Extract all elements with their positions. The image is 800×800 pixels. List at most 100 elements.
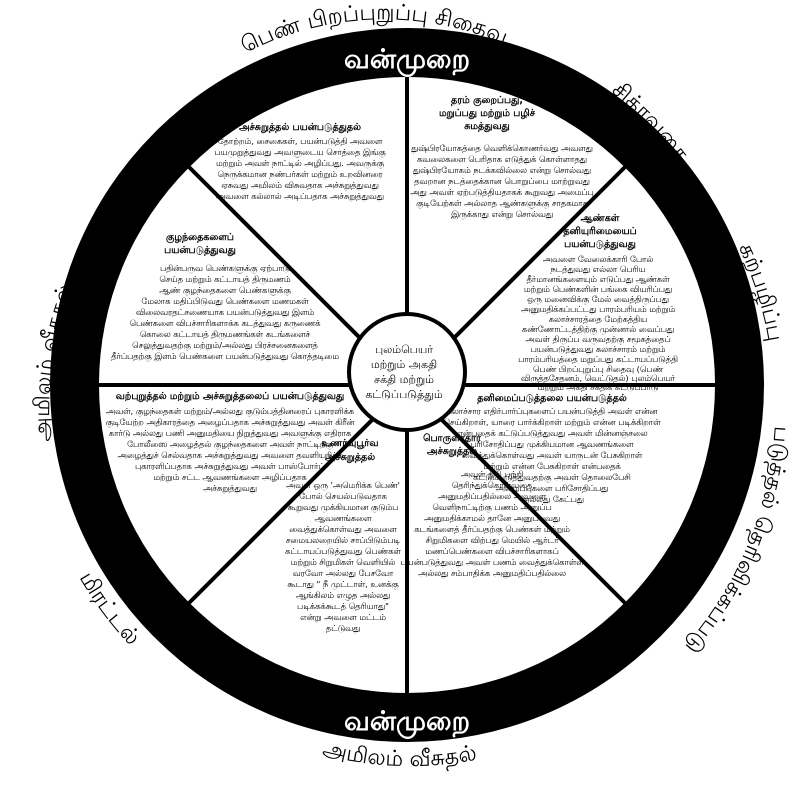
rim-label-top: வன்முறை: [344, 44, 470, 77]
segment-body-line: கட்டாயப்படுத்துவது பெண்கள்: [285, 546, 402, 557]
segment-body-line: ஆங்கிலம் எழுத அல்லது: [296, 590, 390, 601]
segment-emotional-abuse: உணர்வுபூர்வ அச்சுறுத்தல் அவள் ஒரு 'அமெரி…: [285, 438, 402, 634]
segment-economic-abuse: பொருளாதார அச்சுறுத்தல் அவள் நிதி பற்றி த…: [400, 432, 584, 579]
segment-minimizing-denying-blaming: தரம் குறைப்பது, மறுப்பது மற்றும் பழிச் ச…: [410, 95, 593, 220]
segment-body-line: பரிசோதிப்பது முக்கியமான ஆவணங்களை: [471, 439, 634, 450]
segment-body-line: கலாச்சாரத்தை மேற்கத்திய: [549, 314, 647, 324]
segment-body-line: வரவோ அல்லது பேசவோ: [293, 568, 394, 579]
segment-body-line: பயமுறுத்துவது அவளுடைய சொத்தை இங்கு: [214, 147, 385, 158]
segment-coercion-threats: வற்புறுத்தல் மற்றும் அச்சுறுத்தலைப் பயன்…: [106, 391, 355, 494]
segment-body-line: மற்றும் சட்ட ஆவணங்களை அழிப்பதாக: [153, 472, 306, 483]
segment-title: அச்சுறுத்தல்: [325, 452, 375, 463]
segment-title: அச்சுறுத்தல்: [427, 446, 477, 457]
segment-title: வற்புறுத்தல் மற்றும் அச்சுறுத்தலைப் பயன்…: [116, 391, 344, 402]
segment-body-line: விலைவரதட்சணையாக பயன்படுத்துவது இளம்: [136, 307, 314, 318]
segment-body-line: படிக்கக்கூடத் தெரியாது": [297, 601, 389, 612]
segment-body-line: பெண் பிறப்புறுப்பு சிதைவு (பெண்: [533, 364, 664, 375]
segment-body-line: மணப்பெண்களை விபச்சாரிகளாகப்: [425, 546, 559, 556]
hub-circle: [347, 312, 467, 432]
segment-body-line: மற்றும் சிறுமிகள் வெளியில்: [291, 557, 396, 568]
segment-title: சுமத்துவது: [464, 121, 510, 132]
segment-title: ஆண்கள்: [581, 213, 621, 224]
segment-body-line: தட்டுவது: [326, 623, 361, 634]
segment-body-line: என்பதைக் கட்டுப்படுத்துவது அவள் மின்னஞ்ச…: [456, 428, 647, 439]
segment-body-line: அவளை கல்லால் அடிப்பதாக அச்சுறுத்துவது: [216, 191, 384, 202]
segment-body-line: மற்றும் அவள் நாட்டில் அழிப்பது. அவருக்கு: [216, 158, 384, 169]
segment-body-line: செய்கிறாள், யாரை பார்க்கிறாள் மற்றும் என…: [443, 417, 661, 428]
segment-body-line: சிறுமிகளை விற்பது மெயில் ஆர்டர்: [426, 535, 560, 546]
segment-title: உணர்வுபூர்வ: [322, 438, 379, 449]
segment-title: பயன்படுத்துவது: [564, 239, 636, 250]
segment-body-line: அவள் ஒரு 'அமெரிக்க பெண்': [286, 480, 400, 491]
segment-using-children: குழந்தைகளைப் பயன்படுத்துவது பதின்பருவ பெ…: [111, 232, 339, 362]
segment-body-line: குடியேற்கள் அல்லாத ஆண்களுக்கு சாதகமாக: [416, 198, 588, 209]
segment-isolation: தனிமைப்படுத்தலை பயன்படுத்தல் கலாச்சார எத…: [443, 392, 661, 505]
segment-body-line: செய்த மற்றும் கட்டாயத் திருமணம்: [159, 274, 290, 285]
segment-body-line: புகாரளிப்பதாக அச்சுறுத்துவது அவள் பாஸ்போ…: [135, 461, 325, 472]
segment-body-line: இருக்காது என்று சொல்வது: [451, 209, 553, 220]
segment-body-line: அனுமதிப்பதில்லை அவளை: [438, 491, 547, 502]
segment-body-line: ஒரு மனைவிக்கு மேல் வைத்திருப்பது: [527, 294, 669, 305]
segment-body-line: அது அவள் ஏற்படுத்தியதாகக் கூறுவது அமைப்ப…: [410, 187, 593, 198]
hub-line-1: புலம்பெயர்: [375, 343, 433, 356]
segment-body-line: கார்டு அல்லது பணி அனுமதியை நிறுத்துவது அ…: [109, 428, 351, 439]
segment-title: குழந்தைகளைப்: [166, 232, 234, 244]
segment-body-line: கொலை கட்டாயத் திருமணங்கள் கடங்களைச்: [140, 329, 311, 340]
segment-body-line: மற்றும் என்ன பேசுகிறாள் என்பதைக்: [483, 461, 620, 472]
segment-body-line: குடியேற்ற அதிகாரத்தை அழைப்பதாக அச்சுறுத்…: [106, 417, 355, 428]
segment-body-line: அனுமதிக்காமல் தானே அனுப்புவது: [424, 513, 560, 524]
segment-body-line: கூடாது " நீ முட்டாள், உனக்கு: [287, 579, 398, 590]
segment-body-line: பதின்பருவ பெண்களுக்கு ஏற்பாடு: [160, 263, 290, 274]
segment-body-line: என்று அவளை மட்டம்: [300, 612, 386, 623]
segment-body-line: வைத்துக்கொள்வது அவள் யாருடன் பேசுகிறாள்: [462, 450, 643, 461]
segment-intimidation: அச்சுறுத்தல் பயன்படுத்துதல் தோற்றம், சைக…: [214, 122, 385, 202]
segment-body-line: சமையலறையில் சாப்பிடும்படி: [286, 535, 401, 545]
segment-body-line: துஷ்பிரயோகம் நடக்கவில்லை என்று சொல்வது: [413, 165, 591, 176]
segment-body-line: அல்லது கேட்பது: [520, 494, 584, 505]
segment-body-line: நெருக்கமான நண்பர்கள் மற்றும் உறவினரை: [218, 169, 384, 180]
segment-body-line: கட்டுப்படுத்துவதற்கு அவள் தொலைபேசி: [473, 472, 630, 483]
segment-body-line: மற்றும் பெண்களின் பங்கை வியரிப்பது: [524, 284, 672, 295]
segment-title: தனியுரிமையைப்: [563, 225, 636, 237]
segment-body-line: ஆண் குழந்தைகளை பெண்களுக்கு: [159, 285, 290, 296]
segment-title: பொருளாதார: [423, 432, 482, 444]
segment-body-line: ஆவணங்களை: [315, 513, 372, 523]
segment-male-privilege: ஆண்கள் தனியுரிமையைப் பயன்படுத்துவது அவளை…: [518, 213, 678, 393]
segment-body-line: வெளிநாட்டிற்கு பணம் அனுப்ப: [432, 502, 551, 513]
segment-body-line: கவலைகளை பெரிதாக எடுத்துக் கொள்ளாதது: [417, 154, 587, 165]
segment-body-line: செலுத்துவதற்கு மற்றும்/அல்லது பிரச்சனைகள…: [132, 340, 318, 351]
hub-text: புலம்பெயர் மற்றும் அகதி சக்தி மற்றும் கட…: [365, 343, 443, 401]
segment-body-line: அல்லது சம்பாதிக்க அனுமதிப்பதில்லை: [418, 568, 566, 579]
segment-body-line: விருத்தசேதனம், வெட்டுதல்) புலம்பெயர்: [521, 373, 676, 384]
segment-body-line: மற்றும் அகதி சக்திக் கட்டுப்பாடு: [538, 382, 659, 393]
segment-body-line: அழைத்துச் செல்வதாக அச்சுறுத்துவது அவளை த…: [117, 450, 342, 461]
segment-title: பயன்படுத்துவது: [164, 245, 236, 256]
segment-body-line: தெரிந்துக்கொள்வதை: [452, 480, 532, 491]
rim-label-bottom: வன்முறை: [344, 706, 470, 739]
segment-body-line: அவள், குழந்தைகள் மற்றும்/அல்லது குடும்பத…: [106, 406, 354, 417]
segment-body-line: அனுமதிக்கப்பட்டது பாரம்பரியம் மற்றும்: [521, 304, 675, 315]
segment-body-line: போல் செயல்படுவதாக: [299, 491, 387, 501]
segment-body-line: பாரம்பரியத்தை மறுப்பது கட்டாயப்படுத்தி: [518, 354, 678, 365]
hub-line-2: மற்றும் அகதி: [371, 358, 437, 371]
segment-body-line: மேலாக மதிப்பிடுவது பெண்களை மணமகள்: [141, 296, 309, 307]
segment-title: தரம் குறைப்பது,: [451, 95, 523, 107]
segment-body-line: நடத்துவது எல்லா பெரிய: [550, 264, 645, 275]
segment-body-line: கலாச்சார எதிர்பார்ப்புகளைப் பயன்படுத்தி …: [447, 406, 658, 416]
segment-title: தனிமைப்படுத்தலை பயன்படுத்தல்: [477, 392, 627, 404]
segment-body-line: கூறுவது முக்கியமான குடும்ப: [288, 502, 399, 513]
segment-body-line: தோற்றம், சைகைகள், பயன்படுத்தி அவளை: [218, 136, 383, 146]
segment-body-line: துஷ்பிரயோகத்தை வெளிக்கொணர்வது அவளது: [411, 143, 593, 154]
segment-body-line: அழைப்புகளை பரிசோதிப்பது: [496, 483, 609, 494]
hub-line-3: சக்தி மற்றும்: [374, 373, 434, 386]
segment-body-line: அச்சுறுத்துவது: [203, 483, 257, 494]
segment-title: மறுப்பது மற்றும் பழிச்: [439, 107, 536, 119]
segment-body-line: தவறான நடத்தைக்கான பொறுப்பை மாற்றுவது: [414, 176, 590, 187]
segment-body-line: அவளை வேலைக்காரி போல்: [543, 254, 654, 264]
segment-body-line: கடங்களைத் தீர்ப்பதற்கு பெண்கள் மற்றும்: [414, 524, 570, 535]
hub-line-4: கட்டுப்படுத்தும்: [365, 388, 443, 401]
segment-body-line: பயன்படுத்துவது அவள் பணம் வைத்துக்கொள்ள: [400, 557, 584, 568]
segment-body-line: அவள் திருப்ப வருவதற்கு சமூகத்தைப்: [525, 334, 670, 345]
segment-body-line: பெண்களை விபச்சாரிகளாக்க கடத்துவது கருணைக…: [130, 318, 321, 329]
